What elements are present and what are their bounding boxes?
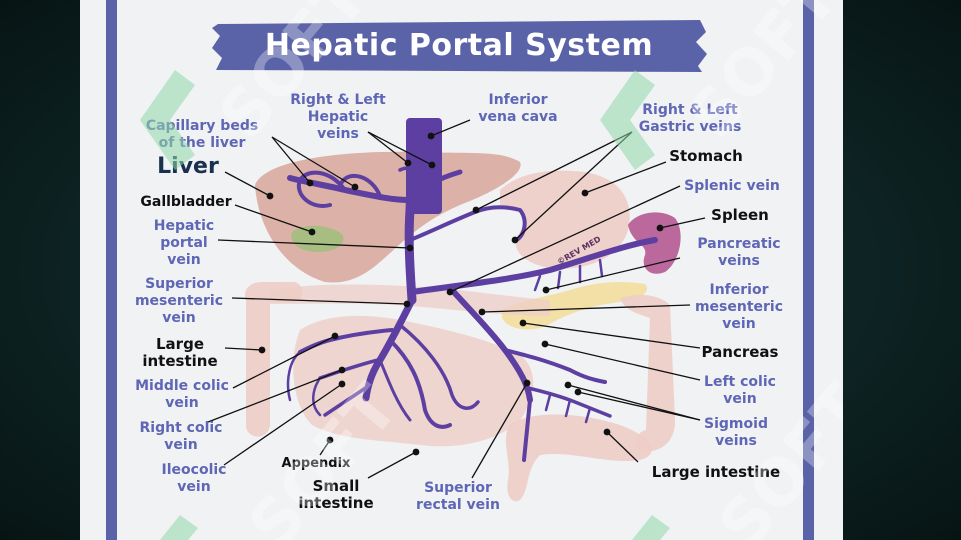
label-gastric-veins: Right & Left Gastric veins (638, 102, 742, 135)
leader-dots (258, 132, 664, 456)
label-superior-rectal-vein: Superior rectal vein (416, 480, 500, 513)
label-appendix: Appendix (281, 456, 351, 471)
gallbladder-shape (291, 225, 344, 252)
frame-border-left (106, 0, 117, 540)
label-inferior-mesenteric-vein: Inferior mesenteric vein (694, 282, 784, 332)
small-intestine-shape (293, 315, 534, 447)
hepatic-portal-vein-line (404, 177, 419, 305)
sigmoid-vein-line (526, 386, 612, 418)
smv-branch2 (398, 323, 480, 410)
left-colic-vein-line (503, 348, 607, 384)
smv-branch1 (388, 338, 452, 429)
gastric-vein-line (408, 205, 527, 242)
label-stomach: Stomach (669, 147, 743, 165)
liver-branch-right (409, 169, 463, 201)
smv-branch3 (378, 358, 412, 422)
liver-branch-loop1 (296, 170, 347, 208)
label-large-intestine-left: Large intestine (142, 335, 218, 370)
hepatic-portal-diagram (207, 118, 706, 502)
label-right-colic-vein: Right colic vein (139, 420, 223, 453)
label-ileocolic-vein: Ileocolic vein (161, 462, 227, 495)
liver-shape (255, 151, 521, 283)
sigmoid-colon-shape (505, 414, 652, 502)
label-small-intestine: Small intestine (298, 477, 374, 512)
liver-branch-loop3 (398, 166, 432, 187)
label-liver: Liver (157, 154, 219, 179)
superior-rectal-vein-line (522, 398, 532, 462)
vein-network (286, 118, 658, 462)
label-large-intestine-right: Large intestine (651, 463, 781, 481)
slide: Hepatic Portal System ©REV MED Capillary… (80, 0, 843, 540)
leader-lines (207, 119, 706, 479)
label-pancreatic-veins: Pancreatic veins (697, 236, 781, 269)
title: Hepatic Portal System (264, 28, 654, 63)
splenic-vein-line (409, 237, 658, 295)
descending-colon-shape (620, 294, 676, 452)
pancreatic-branches (533, 258, 604, 292)
label-pancreas: Pancreas (701, 343, 779, 361)
label-gallbladder: Gallbladder (140, 194, 232, 210)
label-sigmoid-veins: Sigmoid veins (704, 416, 768, 449)
label-spleen: Spleen (711, 206, 769, 224)
label-left-colic-vein: Left colic vein (704, 374, 776, 407)
stomach-shape (500, 170, 630, 269)
middle-colic-vein-line (298, 328, 394, 354)
frame-border-right (803, 0, 814, 540)
label-inferior-vena-cava: Inferior vena cava (478, 92, 558, 125)
liver-branch-loop2 (340, 173, 382, 198)
label-middle-colic-vein: Middle colic vein (135, 378, 229, 411)
label-hepatic-portal-vein: Hepatic portal vein (153, 218, 215, 268)
label-superior-mesenteric-vein: Superior mesenteric vein (134, 276, 224, 326)
ileocolic-vein-line (323, 383, 372, 417)
title-banner: Hepatic Portal System (210, 18, 708, 74)
label-capillary-beds: Capillary beds of the liver (145, 118, 259, 151)
pancreas-shape (502, 282, 648, 330)
label-hepatic-veins: Right & Left Hepatic veins (290, 92, 386, 142)
sigmoid-branches (544, 393, 592, 424)
label-splenic-vein: Splenic vein (684, 178, 780, 194)
ascending-colon-shape (244, 282, 303, 437)
